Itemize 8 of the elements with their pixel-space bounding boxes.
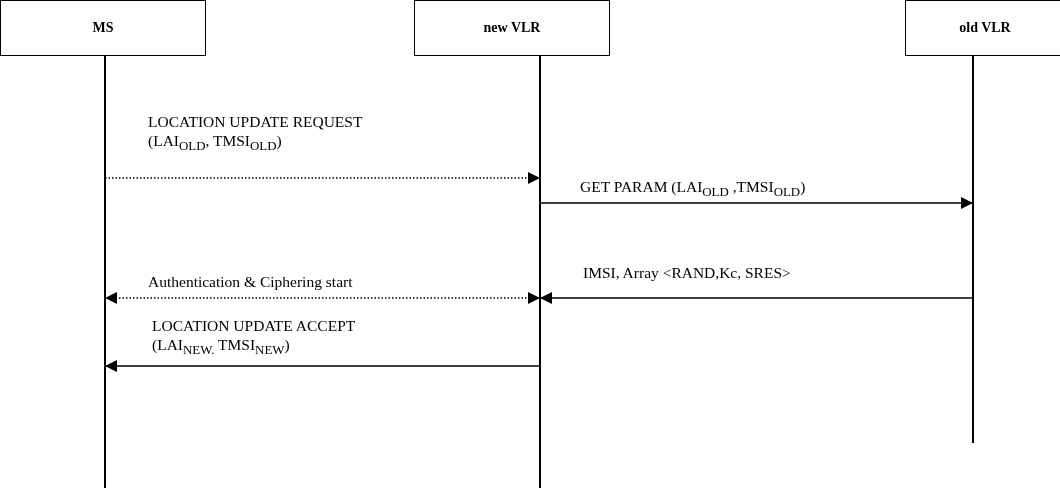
message-arrow — [104, 360, 541, 372]
participant-box: MS — [0, 0, 206, 56]
message-arrow — [104, 172, 541, 184]
message-arrow — [539, 197, 974, 209]
participant-box: old VLR — [905, 0, 1060, 56]
participant-box: new VLR — [414, 0, 610, 56]
message-arrow — [104, 292, 541, 304]
message-arrow — [539, 292, 974, 304]
